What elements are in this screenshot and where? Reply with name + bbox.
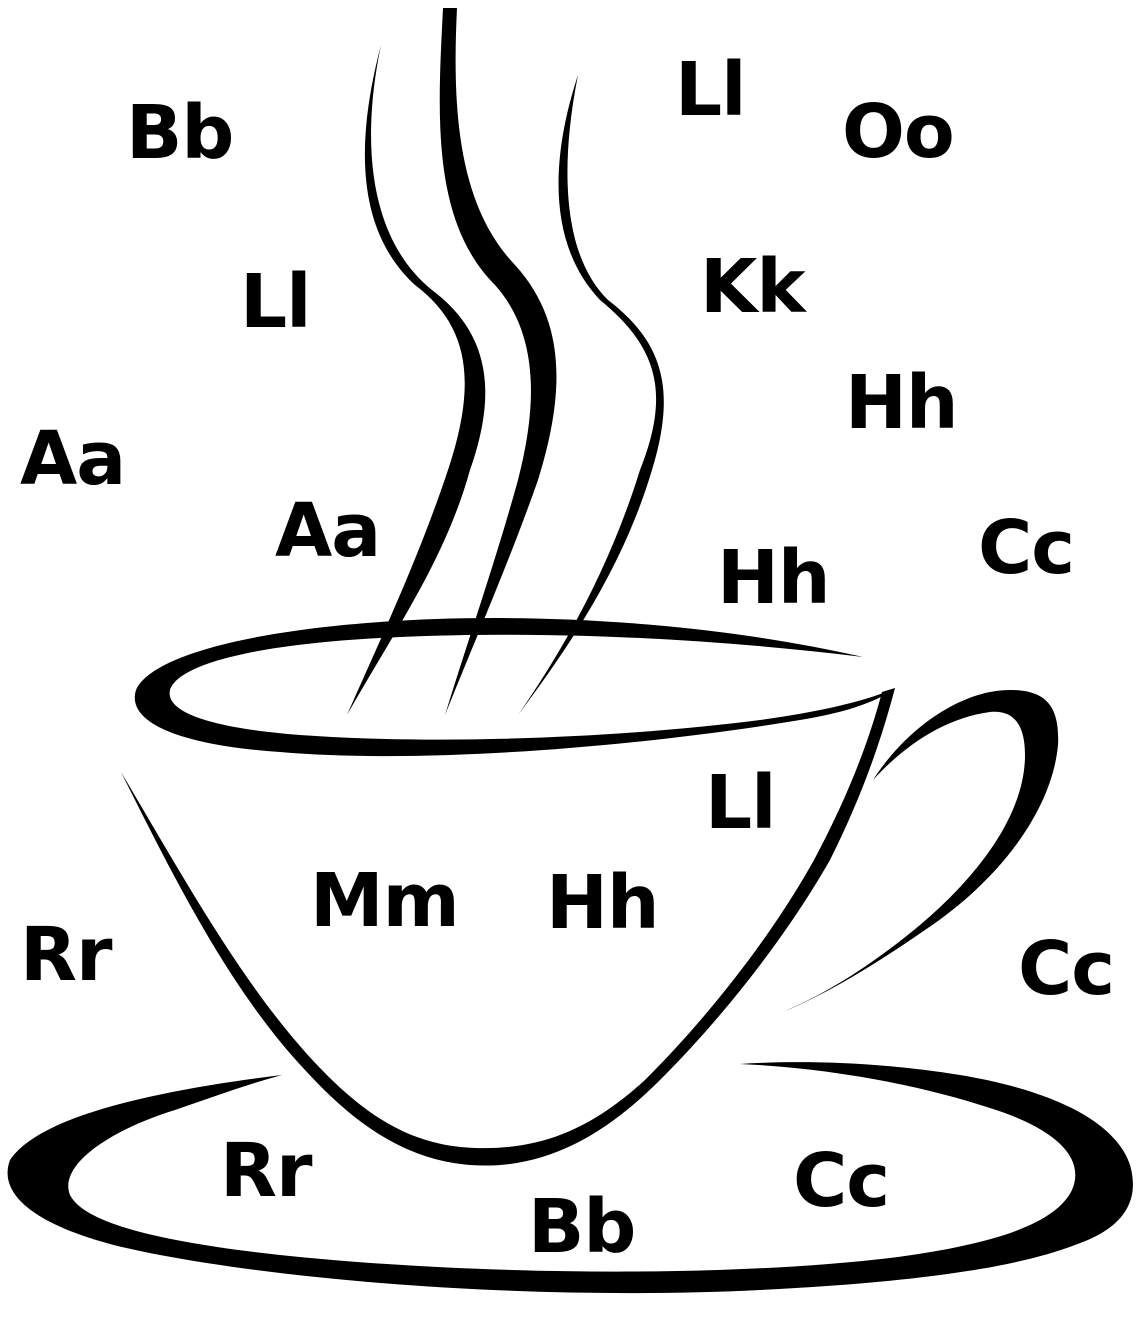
letter-oo: Oo xyxy=(842,89,955,175)
letter-kk: Kk xyxy=(700,244,806,330)
letter-rr-edge: Rr xyxy=(20,912,112,998)
letter-cc-saucer: Cc xyxy=(793,1138,890,1224)
letter-hh-upper: Hh xyxy=(845,360,959,446)
steam-wisp-left xyxy=(347,45,486,715)
letter-aa-inner: Aa xyxy=(275,488,381,574)
letter-bb-saucer: Bb xyxy=(528,1184,636,1270)
cup-handle xyxy=(745,690,1059,1025)
letter-cc-right: Cc xyxy=(1018,926,1115,1012)
letter-ll-left: Ll xyxy=(240,259,312,345)
letter-hh-middle: Hh xyxy=(717,535,831,621)
steam-wisp-middle xyxy=(439,8,557,715)
letter-hh-cup: Hh xyxy=(546,860,660,946)
cup-body xyxy=(121,688,895,1166)
letter-ll-top: Ll xyxy=(675,47,747,133)
letter-aa-edge: Aa xyxy=(20,416,126,502)
letter-mm: Mm xyxy=(310,858,460,944)
letter-ll-cup: Ll xyxy=(705,760,777,846)
letter-cc-upper: Cc xyxy=(978,505,1075,591)
letter-bb-top: Bb xyxy=(126,90,234,176)
letter-rr-saucer: Rr xyxy=(220,1128,312,1214)
cup-rim xyxy=(134,618,896,757)
